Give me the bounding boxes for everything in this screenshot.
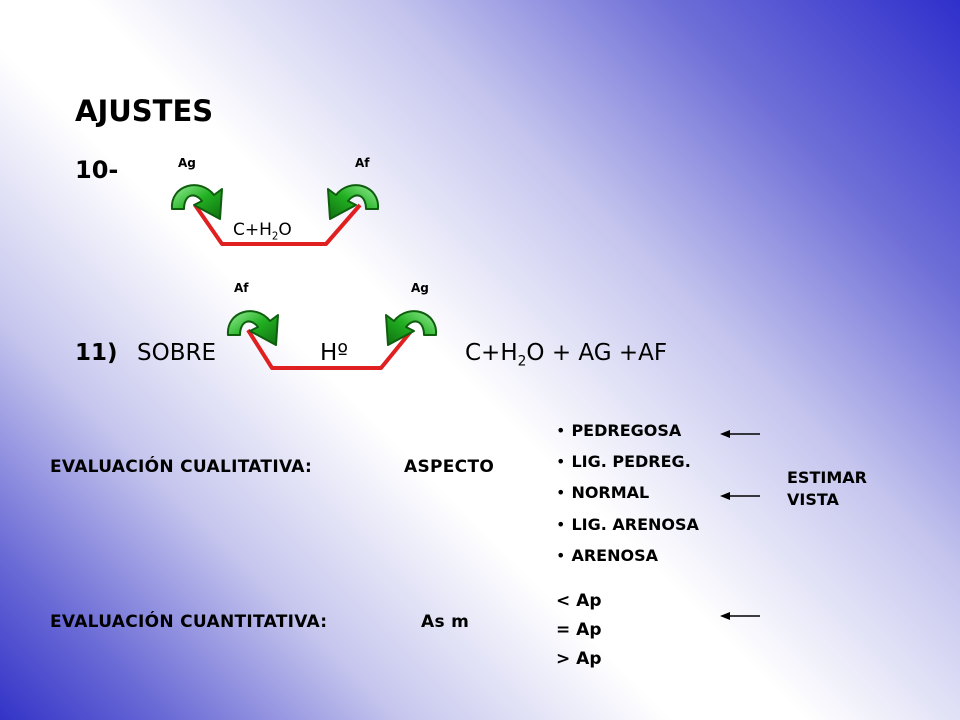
pointer-arrow-cuantitativa	[720, 612, 760, 620]
bullet-icon: •	[556, 546, 566, 565]
option-arenosa: ARENOSA	[571, 546, 658, 565]
list-item: • ARENOSA	[556, 546, 658, 565]
label-ag-10: Ag	[178, 156, 196, 170]
list-item: • NORMAL	[556, 483, 649, 502]
word-sobre: SOBRE	[137, 340, 216, 366]
formula-11-main: C+H	[465, 340, 518, 366]
curved-arrow-icon	[170, 184, 223, 220]
quantitative-value: As m	[421, 612, 470, 632]
comparison-less: < Ap	[556, 591, 602, 611]
label-af-10: Af	[355, 156, 370, 170]
curved-arrow-icon	[327, 184, 380, 220]
quantitative-label: EVALUACIÓN CUANTITATIVA:	[50, 612, 328, 632]
formula-11-sub: 2	[517, 353, 527, 370]
section-10-number: 10-	[75, 156, 119, 184]
option-lig-arenosa: LIG. ARENOSA	[571, 515, 699, 534]
connector-line-10	[193, 203, 362, 246]
formula-11: C+H2O + AG +AF	[465, 340, 667, 370]
list-item: • PEDREGOSA	[556, 421, 681, 440]
slide-title: AJUSTES	[75, 94, 214, 128]
bullet-icon: •	[556, 483, 566, 502]
word-h: Hº	[320, 340, 349, 366]
option-lig-pedreg: LIG. PEDREG.	[571, 452, 691, 471]
pointer-arrow-pedregosa	[720, 430, 760, 438]
formula-10: C+H2O	[233, 220, 292, 242]
bullet-icon: •	[556, 421, 566, 440]
list-item: • LIG. PEDREG.	[556, 452, 691, 471]
comparison-equal: = Ap	[556, 620, 602, 640]
formula-10-end: O	[278, 220, 292, 240]
qualitative-label: EVALUACIÓN CUALITATIVA:	[50, 457, 313, 477]
estimate-line-1: ESTIMAR	[787, 468, 867, 487]
section-11-number: 11)	[75, 340, 118, 366]
label-af-11: Af	[234, 281, 249, 295]
curved-arrow-icon	[226, 310, 279, 346]
comparison-greater: > Ap	[556, 649, 602, 669]
bullet-icon: •	[556, 452, 566, 471]
option-pedregosa: PEDREGOSA	[571, 421, 682, 440]
connector-line-11	[246, 328, 414, 370]
label-ag-11: Ag	[411, 281, 429, 295]
list-item: • LIG. ARENOSA	[556, 515, 699, 534]
curved-arrow-icon	[385, 310, 438, 346]
bullet-icon: •	[556, 515, 566, 534]
qualitative-value: ASPECTO	[404, 457, 495, 477]
option-normal: NORMAL	[571, 483, 650, 502]
estimate-line-2: VISTA	[787, 490, 839, 509]
formula-10-sub: 2	[271, 231, 279, 243]
formula-10-main: C+H	[233, 220, 272, 240]
formula-11-end: O + AG +AF	[526, 340, 668, 366]
pointer-arrow-normal	[720, 492, 760, 500]
